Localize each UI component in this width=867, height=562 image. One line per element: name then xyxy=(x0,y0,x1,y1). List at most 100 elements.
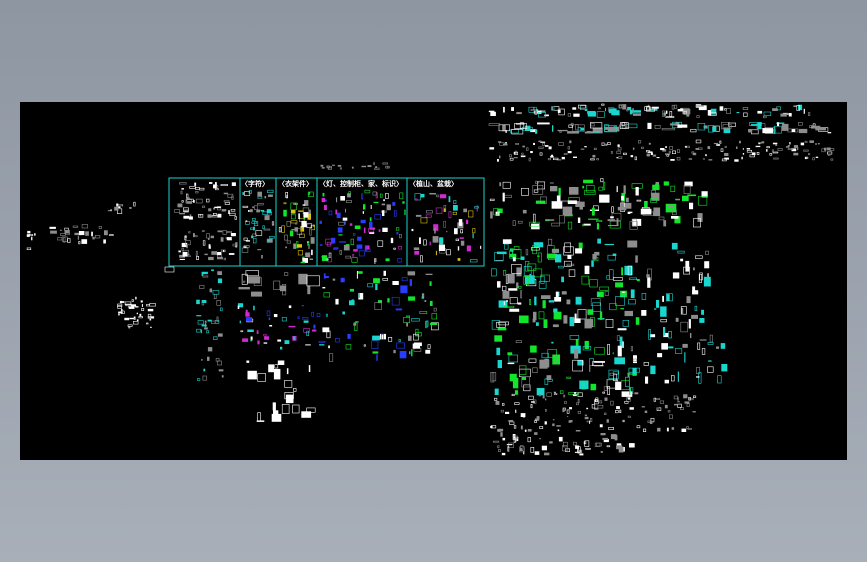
library-block xyxy=(604,243,614,246)
library-block xyxy=(648,329,651,340)
library-block xyxy=(597,238,601,244)
legend-item xyxy=(374,214,381,220)
library-block xyxy=(616,218,619,226)
cad-model-viewport[interactable]: 〈字符〉 〈衣架件〉 〈灯、控制柜、家、标识〉 〈植山、盆栽〉 xyxy=(20,102,847,460)
legend-item xyxy=(381,203,386,206)
library-header-item xyxy=(596,111,605,118)
legend-item xyxy=(252,206,254,209)
library-block xyxy=(567,200,577,204)
library-block xyxy=(596,291,604,298)
library-block xyxy=(660,319,667,323)
library-block xyxy=(607,219,615,222)
cad-block-left xyxy=(64,229,70,234)
library-block xyxy=(592,253,597,260)
library-header-item xyxy=(589,131,600,133)
library-text-item xyxy=(610,400,614,406)
library-text-item xyxy=(787,148,794,151)
cad-annotation xyxy=(321,167,325,169)
library-block xyxy=(521,377,526,380)
library-block xyxy=(510,248,514,252)
library-header-item xyxy=(622,104,627,110)
legend-item xyxy=(480,245,482,249)
library-text-item xyxy=(649,420,653,424)
library-text-item xyxy=(827,153,831,156)
library-block xyxy=(532,245,537,255)
library-block xyxy=(525,249,529,256)
library-block xyxy=(498,300,508,308)
cad-block xyxy=(419,311,428,314)
library-text-item xyxy=(594,407,599,410)
library-text-item xyxy=(619,409,622,414)
library-text-item xyxy=(513,152,516,154)
library-text-item xyxy=(594,398,598,402)
cad-block xyxy=(387,298,390,303)
library-text-item xyxy=(497,141,502,143)
library-block xyxy=(603,439,609,443)
library-block xyxy=(655,183,658,186)
legend-item xyxy=(383,199,385,202)
cad-text-block xyxy=(117,303,123,307)
library-text-item xyxy=(538,146,544,149)
library-block xyxy=(635,317,640,325)
library-block xyxy=(704,261,710,269)
library-text-item xyxy=(793,145,798,148)
library-block xyxy=(563,246,574,256)
library-text-item xyxy=(524,429,527,432)
legend-item xyxy=(257,191,262,197)
library-block xyxy=(549,441,553,444)
library-text-item xyxy=(567,146,570,150)
library-block xyxy=(600,451,603,453)
legend-item xyxy=(182,251,188,257)
library-block xyxy=(494,388,499,395)
library-header-item xyxy=(632,108,634,113)
library-block xyxy=(683,185,691,194)
library-block xyxy=(600,178,604,183)
right-block-library-group xyxy=(488,103,835,456)
legend-item xyxy=(195,191,199,194)
legend-item xyxy=(443,208,446,212)
cad-block xyxy=(263,342,268,344)
library-header-item xyxy=(757,122,762,130)
library-text-item xyxy=(508,420,514,423)
legend-item xyxy=(229,212,236,216)
cad-block-sheet xyxy=(243,280,246,283)
library-block xyxy=(628,299,636,305)
legend-item xyxy=(220,237,224,242)
legend-item xyxy=(302,258,308,263)
cad-block xyxy=(302,317,309,320)
cad-block-sheet xyxy=(292,388,297,392)
library-header-item xyxy=(686,113,690,117)
library-block xyxy=(540,275,545,284)
legend-item xyxy=(196,256,199,260)
legend-item xyxy=(339,241,346,243)
cad-text-block xyxy=(133,321,139,325)
library-text-item xyxy=(775,144,778,146)
library-text-item xyxy=(592,154,596,158)
library-block xyxy=(624,376,630,387)
cad-block-column xyxy=(211,320,216,324)
library-block xyxy=(632,358,637,363)
library-header-item xyxy=(690,128,697,133)
legend-item xyxy=(243,237,248,241)
legend-item xyxy=(184,236,187,241)
library-block xyxy=(498,449,501,452)
library-text-item xyxy=(815,156,819,158)
cad-block-column xyxy=(216,316,219,322)
legend-item xyxy=(448,196,451,203)
library-header-item xyxy=(736,112,740,114)
legend-item xyxy=(267,240,270,242)
library-block xyxy=(533,268,543,278)
library-block xyxy=(577,309,587,320)
library-header-item xyxy=(611,110,620,116)
cad-drawing-canvas[interactable]: 〈字符〉 〈衣架件〉 〈灯、控制柜、家、标识〉 〈植山、盆栽〉 xyxy=(20,102,847,460)
legend-item xyxy=(186,201,193,204)
cad-block-sheet xyxy=(273,368,281,380)
library-block xyxy=(622,341,624,348)
legend-item xyxy=(223,192,229,195)
library-block xyxy=(575,339,579,350)
legend-item xyxy=(362,211,364,214)
legend-item xyxy=(188,231,191,234)
legend-item xyxy=(220,184,228,187)
legend-item xyxy=(356,244,363,249)
library-block xyxy=(579,380,589,390)
